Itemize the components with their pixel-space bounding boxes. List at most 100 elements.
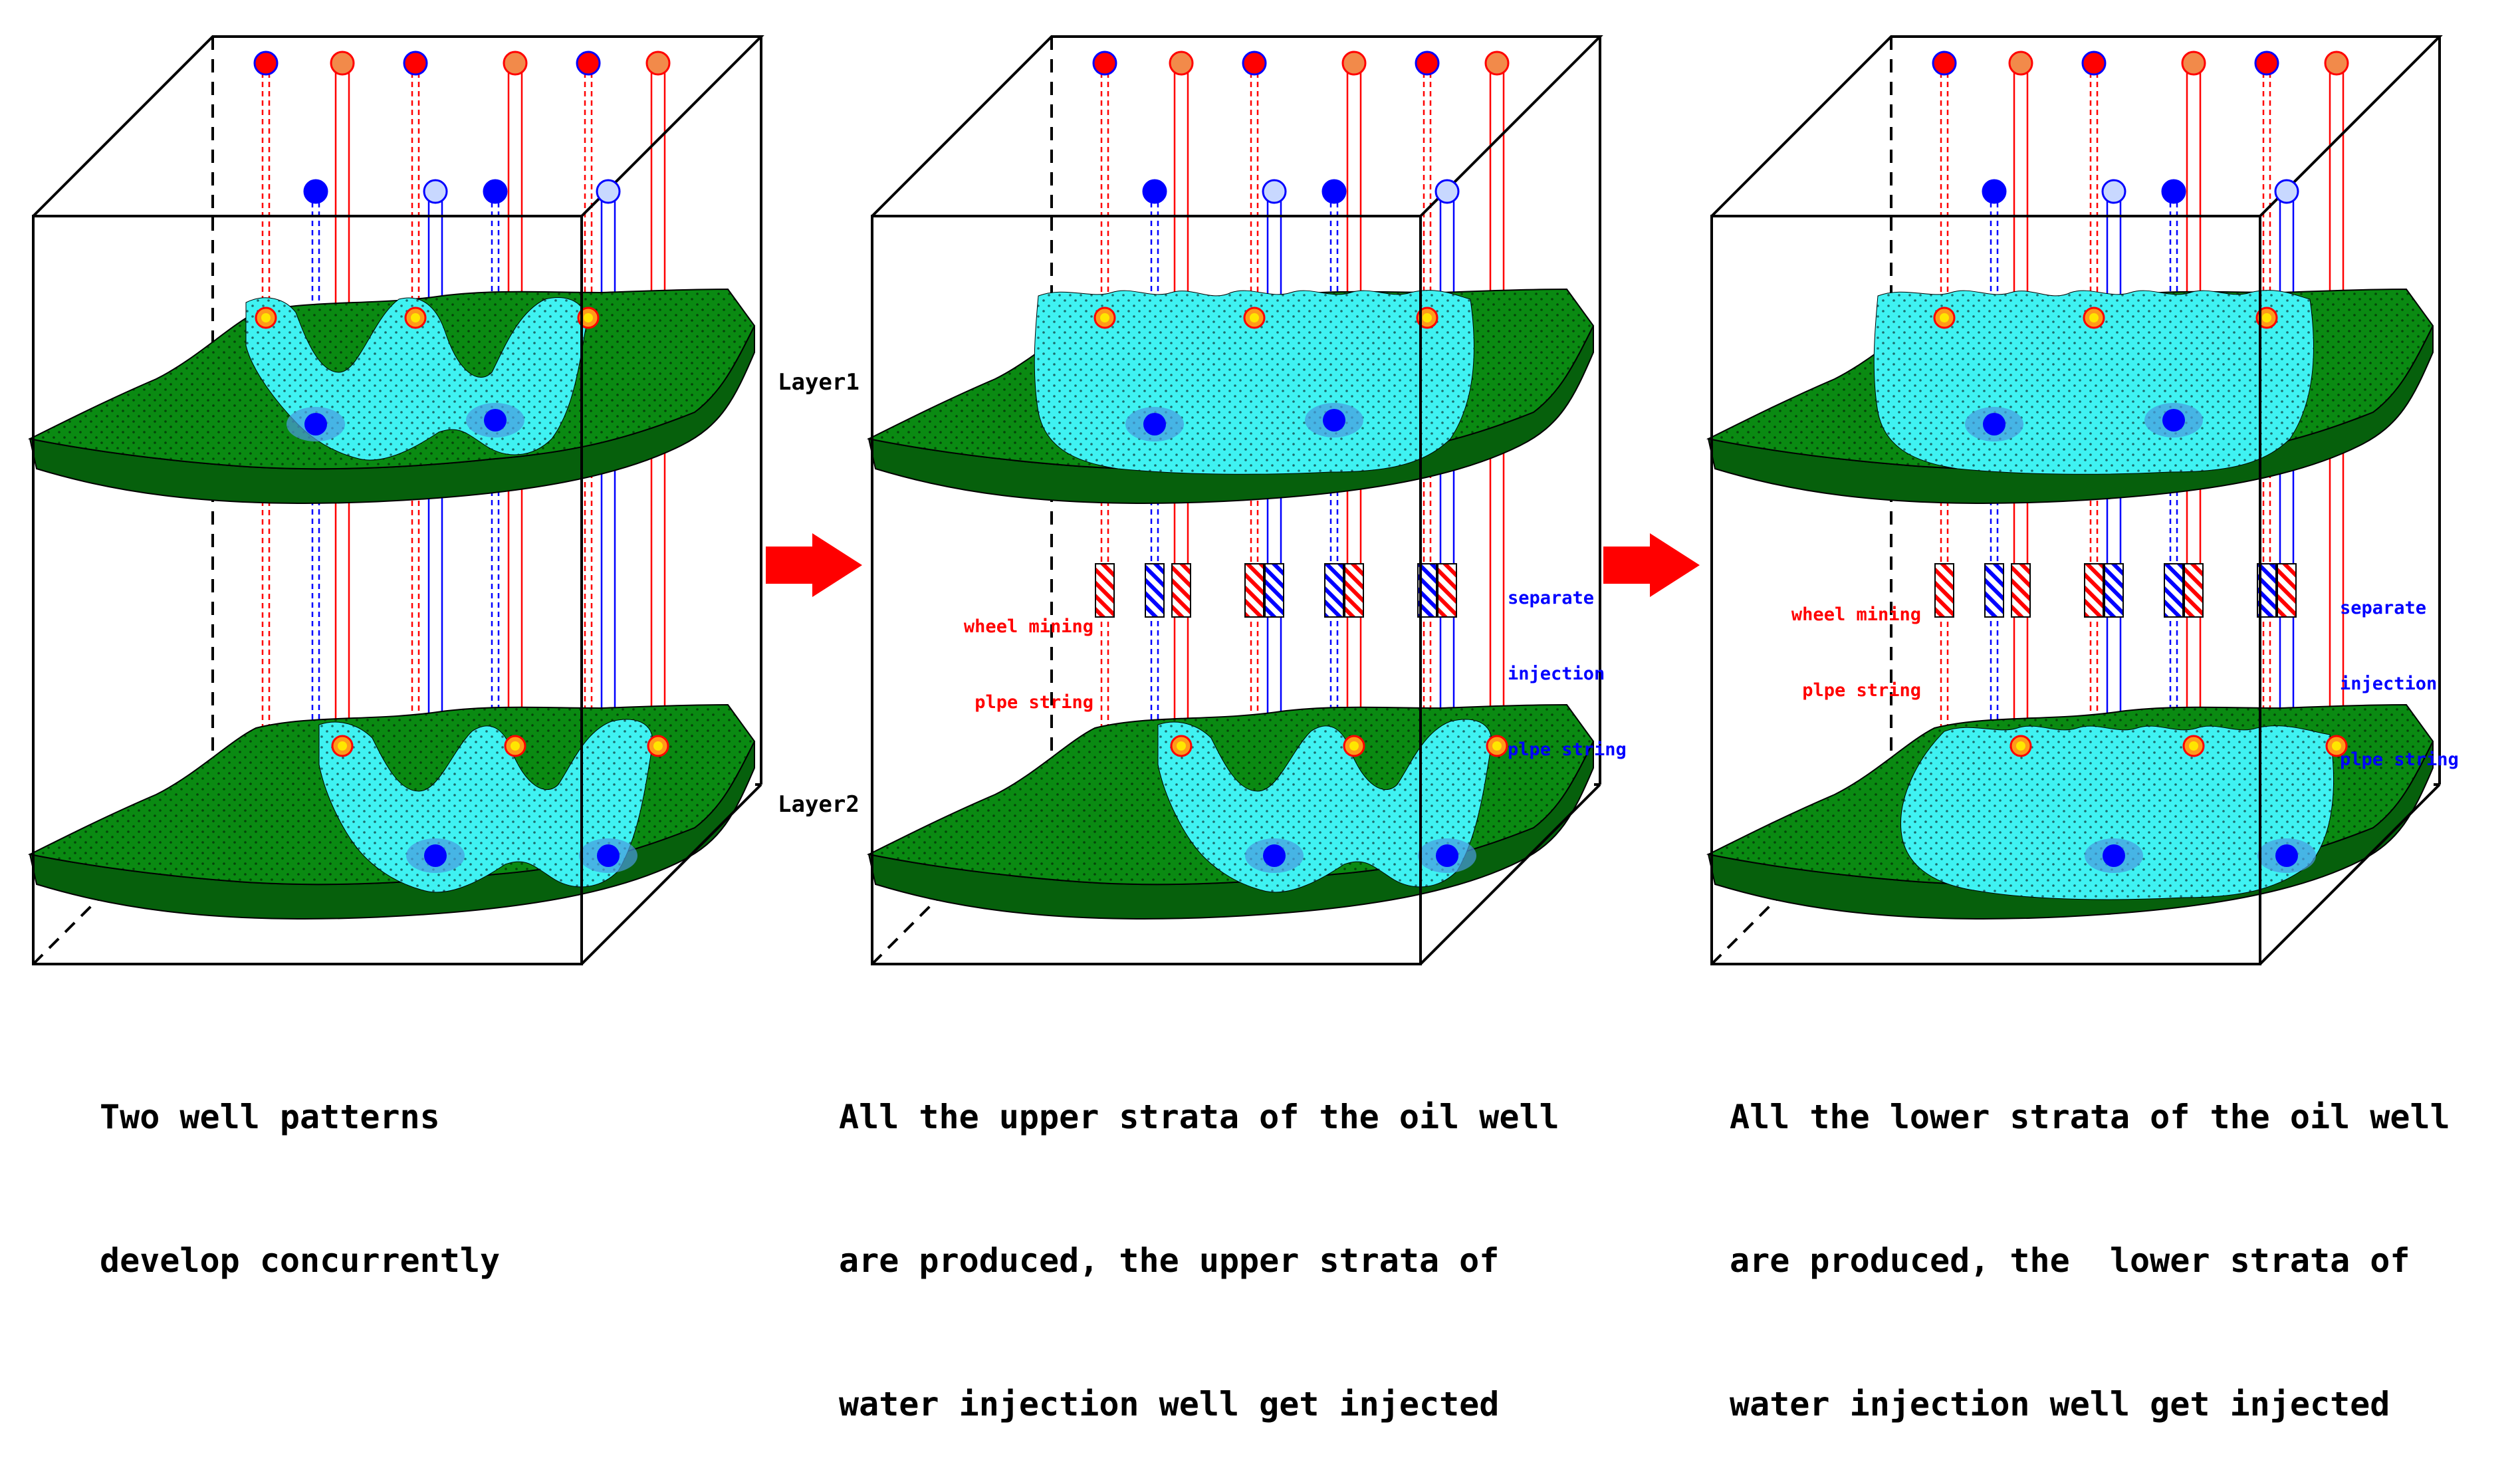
production-well-core — [1250, 313, 1259, 322]
separate-injection-annotation-p2: separate injection plpe string — [1508, 588, 1627, 760]
box-top-edge — [871, 35, 1603, 217]
separate-injection-pipe-segment — [1324, 563, 1344, 618]
wellhead — [576, 51, 601, 76]
injection-well-point — [2162, 409, 2185, 431]
wellhead — [2081, 51, 2107, 76]
injection-well-point — [597, 844, 620, 867]
wellhead — [1262, 179, 1287, 204]
water-flood-texture — [1900, 725, 2334, 900]
flow-arrow — [766, 533, 862, 597]
wellhead — [2324, 51, 2349, 76]
box-front-face — [1710, 215, 2261, 965]
production-well-core — [1349, 741, 1359, 751]
production-well-core — [2262, 313, 2271, 322]
wheel-mining-pipe-segment — [2277, 563, 2297, 618]
wheel-mining-pipe-segment — [1437, 563, 1457, 618]
wellhead — [330, 51, 355, 76]
production-well-core — [2089, 313, 2099, 322]
panel-1 — [27, 35, 764, 965]
injection-well-point — [424, 844, 447, 867]
wellhead — [1341, 51, 1367, 76]
wellhead — [1169, 51, 1194, 76]
wellhead — [2101, 179, 2126, 204]
wheel-mining-pipe-segment — [1934, 563, 1954, 618]
wellhead — [1415, 51, 1440, 76]
layer2-label: Layer2 — [778, 791, 859, 818]
production-well-core — [1423, 313, 1432, 322]
injection-well-point — [2103, 844, 2125, 867]
wheel-mining-pipe-segment — [1171, 563, 1191, 618]
injection-well-point — [1323, 409, 1345, 431]
separate-injection-pipe-segment — [2104, 563, 2124, 618]
production-well-core — [653, 741, 663, 751]
production-well-core — [1940, 313, 1949, 322]
injection-well-point — [1263, 844, 1286, 867]
wellhead — [303, 179, 328, 204]
production-well-core — [1492, 741, 1502, 751]
wellhead — [1434, 179, 1460, 204]
wellhead — [645, 51, 671, 76]
box-bottom-right-edge — [2259, 783, 2441, 965]
wellhead — [1982, 179, 2007, 204]
separate-injection-annotation-p3: separate injection plpe string — [2340, 598, 2459, 770]
production-well-core — [2189, 741, 2198, 751]
injection-well-point — [304, 413, 327, 435]
production-well-core — [2332, 741, 2341, 751]
wheel-mining-pipe-segment — [2011, 563, 2031, 618]
water-flood-texture — [319, 719, 653, 892]
wellhead — [1092, 51, 1117, 76]
wellhead — [1321, 179, 1347, 204]
panel-3 — [1706, 35, 2443, 965]
wheel-mining-pipe-segment — [1095, 563, 1115, 618]
wellhead — [1142, 179, 1167, 204]
separate-injection-pipe-segment — [1145, 563, 1165, 618]
separate-injection-pipe-segment — [1984, 563, 2004, 618]
three-stage-well-diagram — [27, 35, 2443, 965]
production-well-core — [511, 741, 520, 751]
production-well-core — [2016, 741, 2025, 751]
box-bottom-right-edge — [580, 783, 762, 965]
wheel-mining-pipe-segment — [1244, 563, 1264, 618]
box-top-edge — [1710, 35, 2443, 217]
caption-panel-1: Two well patterns develop concurrently — [100, 1098, 501, 1280]
water-flood-texture — [1158, 719, 1492, 892]
wheel-mining-annotation-p2: wheel mining plpe string — [963, 616, 1093, 713]
injection-well-point — [1983, 413, 2005, 435]
wellhead — [596, 179, 621, 204]
caption-panel-3: All the lower strata of the oil well are… — [1730, 1098, 2450, 1423]
box-top-edge — [32, 35, 764, 217]
caption-panel-2: All the upper strata of the oil well are… — [839, 1098, 1559, 1423]
wellhead — [2008, 51, 2033, 76]
wellhead — [2274, 179, 2299, 204]
production-well-core — [1100, 313, 1109, 322]
injection-well-point — [2275, 844, 2298, 867]
injection-well-point — [1436, 844, 1458, 867]
wellhead — [2181, 51, 2206, 76]
wheel-mining-pipe-segment — [2084, 563, 2104, 618]
production-well-core — [411, 313, 420, 322]
wellhead — [1932, 51, 1957, 76]
production-well-core — [338, 741, 347, 751]
wellhead — [503, 51, 528, 76]
box-front-face — [32, 215, 583, 965]
wellhead — [403, 51, 428, 76]
box-front-face — [871, 215, 1422, 965]
flow-arrow — [1603, 533, 1700, 597]
box-bottom-right-edge — [1419, 783, 1601, 965]
production-well-core — [1177, 741, 1186, 751]
wellhead — [253, 51, 279, 76]
separate-injection-pipe-segment — [1264, 563, 1284, 618]
layer1-label: Layer1 — [778, 369, 859, 396]
wellhead — [483, 179, 508, 204]
wellhead — [2254, 51, 2279, 76]
injection-well-point — [484, 409, 507, 431]
production-well-core — [584, 313, 593, 322]
production-well-core — [261, 313, 271, 322]
wheel-mining-annotation-p3: wheel mining plpe string — [1791, 604, 1921, 701]
wellhead — [1484, 51, 1510, 76]
wellhead — [2161, 179, 2186, 204]
panel-2 — [866, 35, 1603, 965]
wheel-mining-pipe-segment — [2184, 563, 2204, 618]
injection-well-point — [1143, 413, 1166, 435]
wellhead — [423, 179, 448, 204]
